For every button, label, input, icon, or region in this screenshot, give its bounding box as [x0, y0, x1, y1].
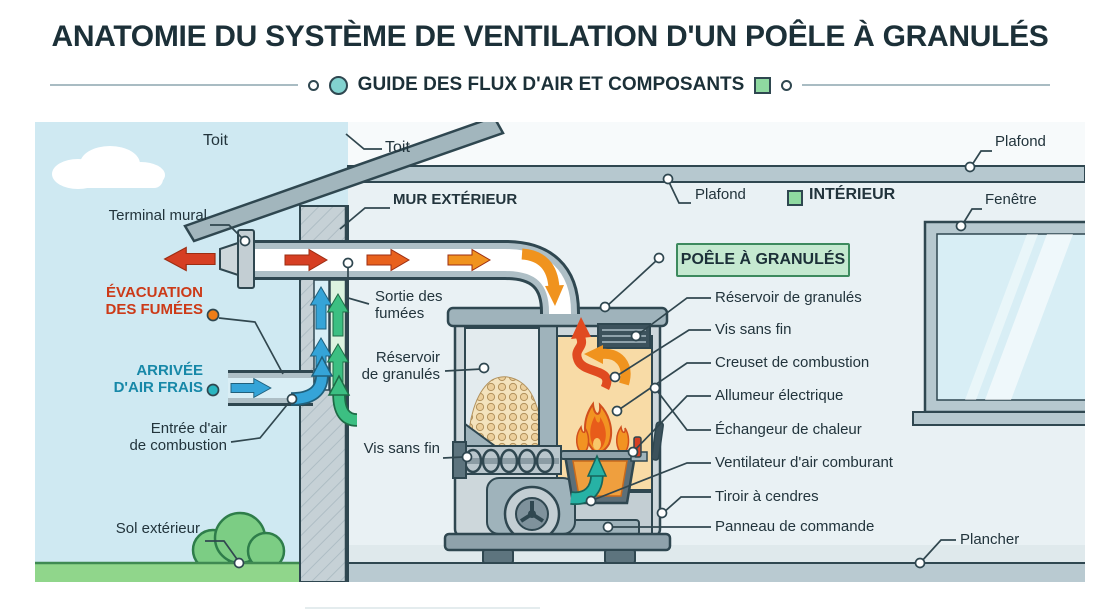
- label-allumeur: Allumeur électrique: [715, 387, 844, 404]
- label-echangeur: Échangeur de chaleur: [715, 421, 862, 438]
- diagram-art: [35, 122, 1085, 582]
- label-fenetre: Fenêtre: [985, 191, 1037, 208]
- diagram-canvas: Toit Toit Terminal mural ÉVACUATION DES …: [35, 122, 1085, 582]
- subtitle: GUIDE DES FLUX D'AIR ET COMPOSANTS: [357, 74, 745, 95]
- label-reservoir-left: Réservoir de granulés: [361, 349, 440, 384]
- label-plancher: Plancher: [960, 531, 1020, 548]
- label-creuset: Creuset de combustion: [715, 354, 870, 371]
- label-mur-exterieur: MUR EXTÉRIEUR: [393, 191, 518, 208]
- air-flow-legend-icon: [328, 75, 348, 95]
- arrivee-dot: [206, 383, 220, 397]
- pellet-stove: [443, 306, 672, 564]
- evacuation-dot: [206, 308, 220, 322]
- label-reservoir-right: Réservoir de granulés: [715, 289, 862, 306]
- exterior-ground: [35, 563, 300, 582]
- bushes: [191, 511, 286, 572]
- page-title: ANATOMIE DU SYSTÈME DE VENTILATION D'UN …: [51, 20, 1049, 53]
- flames: [576, 401, 630, 454]
- label-toit-right: Toit: [385, 139, 410, 156]
- auger-screw: [452, 441, 562, 479]
- subtitle-rule-right: [802, 84, 1051, 86]
- stove-base: [443, 532, 672, 552]
- combustion-air-fan: [486, 477, 576, 543]
- leader-lines: [205, 133, 992, 563]
- leader-dots: [206, 161, 976, 569]
- heat-exchanger-grille: [597, 323, 651, 349]
- label-evacuation-fumees: ÉVACUATION DES FUMÉES: [105, 284, 203, 319]
- label-tiroir: Tiroir à cendres: [715, 488, 819, 505]
- window-glass-reflections: [965, 234, 1073, 400]
- window-sill: [912, 411, 1085, 426]
- component-legend-icon: [754, 76, 772, 94]
- label-vis-sans-fin-left: Vis sans fin: [363, 440, 440, 457]
- subtitle-rule-left: [49, 84, 298, 86]
- label-arrivee-air-frais: ARRIVÉE D'AIR FRAIS: [113, 362, 203, 397]
- heat-exchanger-lever: [651, 421, 664, 461]
- stove-foot: [604, 549, 636, 564]
- fan-air-arrow: [570, 454, 608, 505]
- ring-icon: [307, 79, 319, 91]
- label-plafond-right: Plafond: [995, 133, 1046, 150]
- poele-a-granules-badge: POÊLE À GRANULÉS: [676, 243, 850, 277]
- label-entree-air-combustion: Entrée d'air de combustion: [129, 420, 227, 455]
- label-ventilateur: Ventilateur d'air comburant: [715, 454, 893, 471]
- footer-rule: [305, 607, 540, 609]
- heat-exchange-arrow: [584, 345, 631, 386]
- label-toit-left: Toit: [203, 132, 228, 149]
- label-sol-exterieur: Sol extérieur: [115, 520, 200, 537]
- stove-foot: [482, 549, 514, 564]
- flue-divider: [538, 325, 558, 453]
- stove-internal-smoke-arrow: [571, 317, 612, 391]
- label-terminal-mural: Terminal mural: [108, 207, 207, 224]
- label-plafond-left: Plafond: [695, 186, 746, 203]
- interieur-legend-icon: [787, 190, 803, 206]
- ring-icon: [781, 79, 793, 91]
- interior-floor: [348, 563, 1085, 582]
- combustion-air-arrows: [327, 293, 358, 427]
- smoke-elbow-arrow: [521, 248, 564, 306]
- label-panneau: Panneau de commande: [715, 518, 875, 535]
- window: [912, 220, 1085, 426]
- label-sortie-fumees: Sortie des fumées: [375, 288, 443, 323]
- cloud: [52, 146, 165, 189]
- label-vis-sans-fin-right: Vis sans fin: [715, 321, 792, 338]
- label-interieur: INTÉRIEUR: [809, 186, 896, 203]
- roof: [183, 122, 505, 243]
- subtitle-row: GUIDE DES FLUX D'AIR ET COMPOSANTS: [0, 74, 1100, 96]
